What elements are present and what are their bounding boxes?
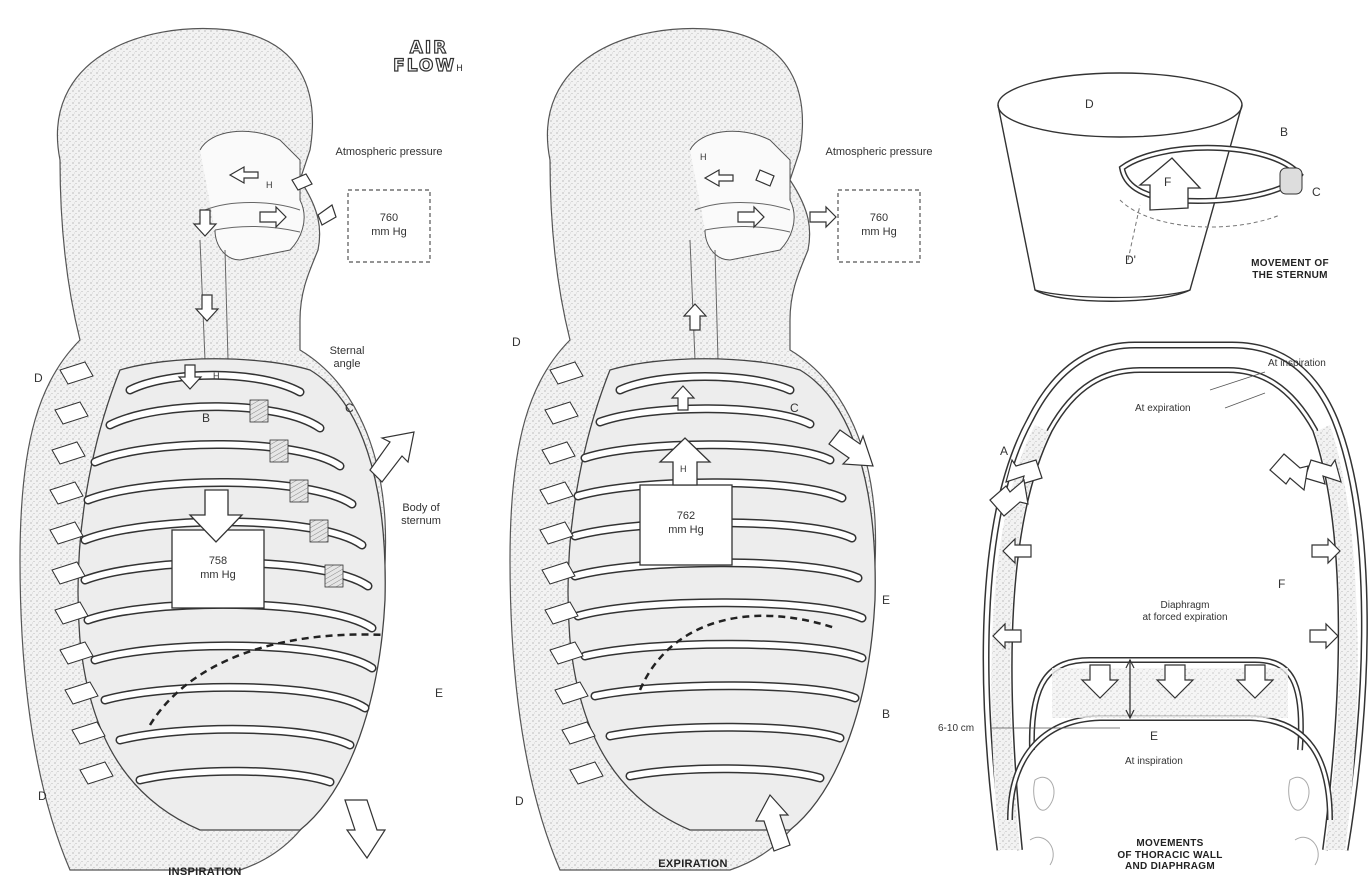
expiration-atmospheric-label: Atmospheric pressure [818,146,940,159]
thoracic-caption-line-2: OF THORACIC WALL [1090,850,1250,862]
sternum-label-c: C [1312,186,1321,200]
wall-label-e: E [1150,730,1158,744]
at-inspiration-top-label: At inspiration [1268,358,1326,370]
inspiration-label-e: E [435,687,443,701]
diaphragm-label-line-2: at forced expiration [1110,612,1260,624]
expiration-atmospheric-value: 760 [838,212,920,225]
sternum-caption-line-2: THE STERNUM [1215,270,1365,282]
expiration-label-h-chest: H [680,464,687,474]
thoracic-caption-line-1: MOVEMENTS [1090,838,1250,850]
inspiration-e-arrow [345,800,385,858]
sternum-caption-line-1: MOVEMENT OF [1215,258,1365,270]
sternum-label-d: D [1085,98,1094,112]
air-flow-title: AIR FLOWH [370,40,488,76]
expiration-label-b: B [882,708,890,722]
expiration-label-d-top: D [512,336,521,350]
inspiration-atmospheric-label: Atmospheric pressure [328,146,450,159]
diaphragm-label: Diaphragm at forced expiration [1110,600,1260,623]
sternum-label-f: F [1164,176,1171,190]
diaphragm-label-line-1: Diaphragm [1110,600,1260,612]
sternal-angle-label: Sternal angle [318,345,376,370]
wall-label-f: F [1278,578,1285,592]
body-of-sternum-label: Body of sternum [390,502,452,527]
expiration-atmospheric-unit: mm Hg [838,226,920,239]
title-line-2: FLOWH [370,58,488,76]
title-suffix: H [456,64,465,74]
sternum-label-b: B [1280,126,1288,140]
inspiration-label-h-nose: H [266,180,273,190]
expiration-label-c: C [790,402,799,416]
sternum-label-d-prime: D' [1125,254,1136,268]
expiration-caption: EXPIRATION [618,858,768,871]
expiration-label-h-nose: H [700,152,707,162]
inspiration-label-d-bottom: D [38,790,47,804]
inspiration-label-b: B [202,412,210,426]
inspiration-atmospheric-value: 760 [348,212,430,225]
expiration-thoracic-unit: mm Hg [640,524,732,537]
inspiration-label-h-neck: H [213,371,220,381]
inspiration-thoracic-unit: mm Hg [172,569,264,582]
distance-label: 6-10 cm [938,723,974,735]
inspiration-thoracic-value: 758 [172,555,264,568]
inspiration-label-d-top: D [34,372,43,386]
inspiration-caption: INSPIRATION [130,866,280,879]
inspiration-atmospheric-unit: mm Hg [348,226,430,239]
expiration-thoracic-value: 762 [640,510,732,523]
wall-label-a: A [1000,445,1008,459]
at-expiration-label: At expiration [1135,403,1191,415]
expiration-label-d-bottom: D [515,795,524,809]
expiration-label-e: E [882,594,890,608]
title-line-2-text: FLOW [393,56,456,76]
inspiration-diaphragm [1010,718,1330,820]
sternum-caption: MOVEMENT OF THE STERNUM [1215,258,1365,281]
thoracic-wall-caption: MOVEMENTS OF THORACIC WALL AND DIAPHRAGM [1090,838,1250,873]
inspiration-c-arrow [370,432,414,482]
thoracic-caption-line-3: AND DIAPHRAGM [1090,861,1250,873]
inspiration-label-c: C [345,402,354,416]
at-inspiration-bottom-label: At inspiration [1125,756,1183,768]
